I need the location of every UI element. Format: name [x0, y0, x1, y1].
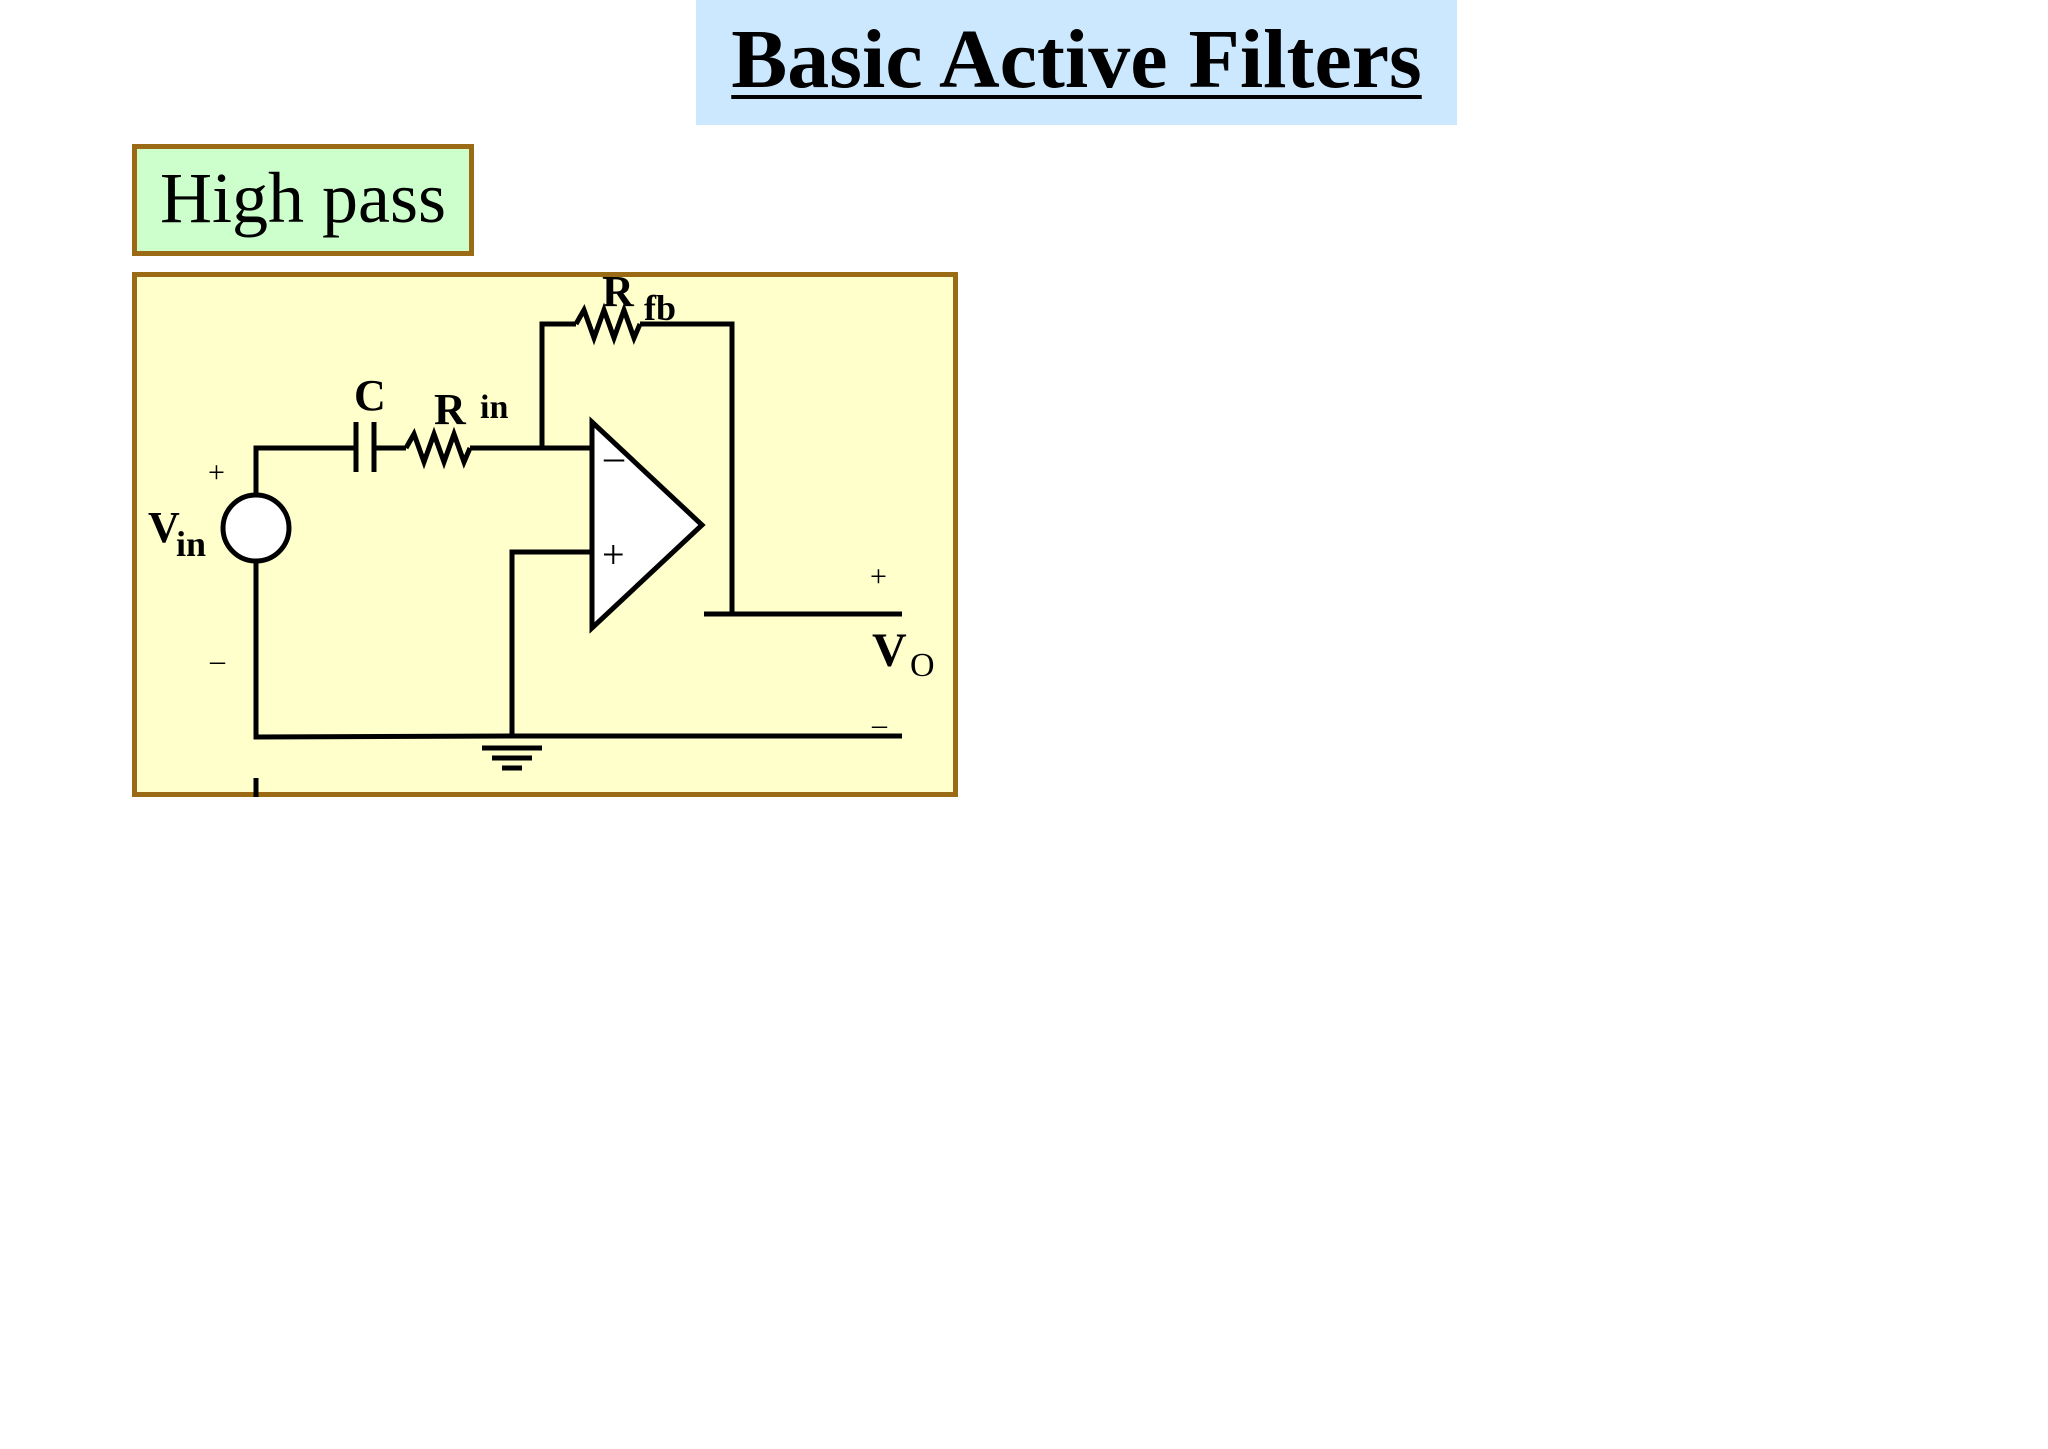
label-vo-sub: O [910, 647, 935, 684]
label-vo-plus: + [870, 560, 887, 593]
label-vin-sub: in [176, 524, 206, 564]
section-label: High pass [160, 158, 446, 238]
wire-source-top-lead [253, 445, 356, 494]
voltage-source-circle [220, 492, 292, 564]
opamp-triangle [589, 416, 706, 634]
label-vo-minus: – [871, 708, 888, 741]
wire-feedback-right [640, 321, 735, 614]
label-rin-main: R [434, 385, 467, 434]
label-vo-main: V [872, 624, 907, 677]
label-capacitor: C [354, 371, 386, 420]
label-rfb-sub: fb [644, 288, 676, 328]
resistor-rin [403, 426, 473, 470]
wire-feedback-left [539, 321, 576, 448]
label-vin-main: V [148, 503, 180, 552]
label-vin-plus: + [208, 456, 225, 489]
label-vin-minus: – [209, 644, 226, 677]
section-label-box: High pass [132, 144, 474, 256]
ground-icon [482, 745, 542, 771]
label-opamp-plus: + [602, 532, 625, 577]
resistor-rfb [573, 302, 643, 346]
circuit-panel: R fb C R in – + + V in – + V O – [132, 272, 958, 797]
title-banner: Basic Active Filters [696, 0, 1457, 125]
label-rfb-main: R [602, 272, 635, 316]
label-rin-sub: in [480, 389, 508, 426]
page-title: Basic Active Filters [731, 12, 1422, 106]
high-pass-filter-circuit: R fb C R in – + + V in – + V O – [148, 272, 935, 797]
wire-source-bottom-lead [253, 562, 513, 740]
label-opamp-minus: – [603, 434, 625, 479]
wire-noninverting-to-ground [509, 549, 592, 736]
